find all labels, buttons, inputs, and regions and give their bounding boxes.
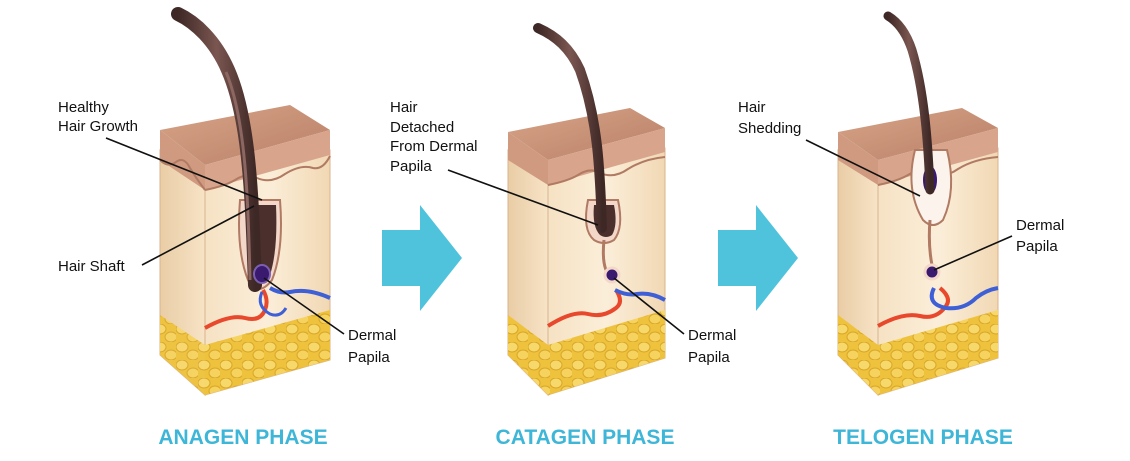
dermal-papilla (923, 263, 941, 281)
callout-text: Hair (390, 99, 418, 116)
leader-line (805, 139, 921, 197)
hair-shaft (171, 7, 262, 292)
leader-line (141, 205, 255, 266)
leader-line (613, 277, 685, 335)
callout-hair-shaft: Hair Shaft (58, 205, 255, 275)
phase-title-anagen: ANAGEN PHASE (158, 426, 327, 449)
callout-text: Papila (348, 349, 390, 366)
callout-text: Papila (390, 158, 432, 175)
callout-text: Shedding (738, 120, 801, 137)
vein (268, 286, 331, 300)
callout-text: Detached (390, 119, 454, 136)
artery (877, 286, 950, 328)
artery (204, 288, 269, 330)
callout-text: Papila (1016, 238, 1058, 255)
artery (546, 288, 622, 328)
callout-text: From Dermal (390, 138, 478, 155)
callout-text: Papila (688, 349, 730, 366)
leader-line (263, 277, 345, 335)
hair-shaft (533, 23, 607, 233)
skin-block (507, 108, 666, 397)
right-arrow-icon (718, 205, 798, 311)
leader-line (933, 235, 1013, 271)
callout-text: Healthy (58, 99, 109, 116)
phase-title-catagen: CATAGEN PHASE (496, 426, 675, 449)
callout-text: Dermal (348, 327, 396, 344)
callout-text: Hair (738, 99, 766, 116)
right-arrow-icon (382, 205, 462, 311)
hair-shaft (883, 11, 935, 195)
phase-title-telogen: TELOGEN PHASE (833, 426, 1013, 449)
callout-text: Dermal (688, 327, 736, 344)
callout-text: Dermal (1016, 217, 1064, 234)
svg-text:Hair Shaft: Hair Shaft (58, 258, 126, 275)
leader-line (447, 169, 599, 226)
vein (929, 286, 999, 311)
leader-line (105, 137, 263, 201)
vein (614, 288, 666, 302)
callout-text: Hair Shaft (58, 258, 126, 275)
callout-text: Hair Growth (58, 118, 138, 135)
